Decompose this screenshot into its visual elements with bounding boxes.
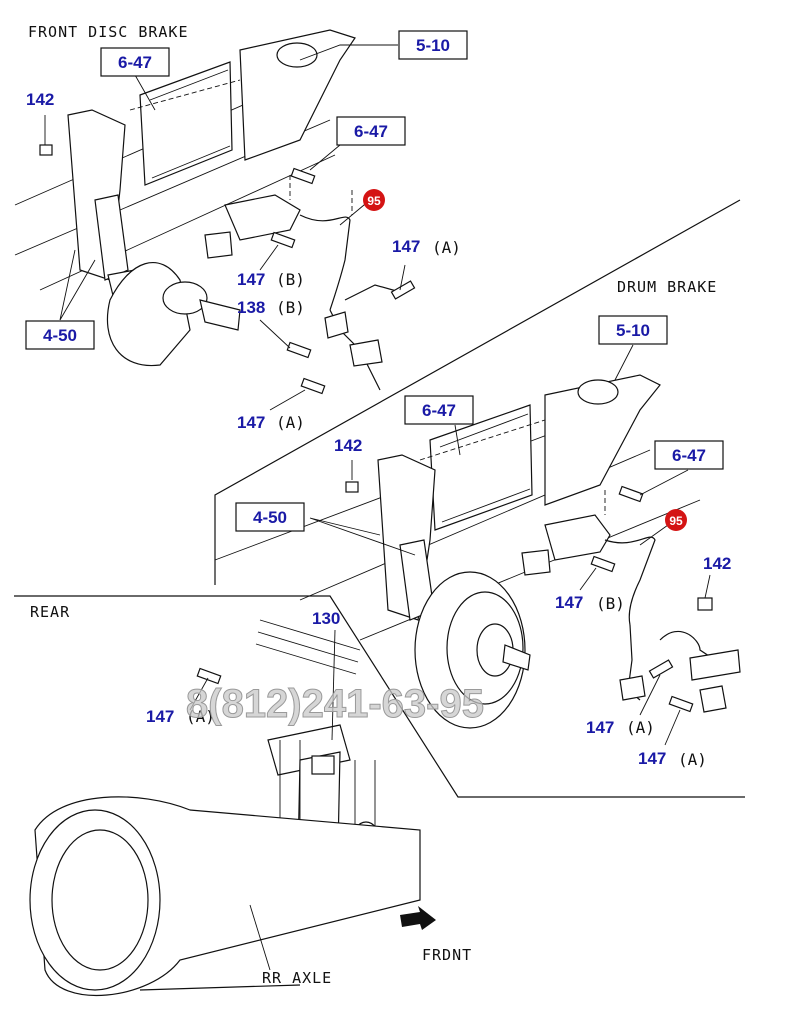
section-title-drum-brake: DRUM BRAKE: [617, 278, 717, 296]
rr-axle-label: RR AXLE: [262, 969, 332, 987]
suffix-front-147-a-lower: (A): [276, 413, 305, 432]
front-direction-arrow: [400, 906, 436, 930]
suffix-drum-147-b: (B): [596, 594, 625, 613]
part-142-drum-left[interactable]: 142: [334, 436, 362, 455]
callout-95-front[interactable]: 95: [363, 189, 385, 211]
part-142-front[interactable]: 142: [26, 90, 54, 109]
section-title-rear: REAR: [30, 603, 70, 621]
part-142-drum-right[interactable]: 142: [703, 554, 731, 573]
part-147-front-a-lower[interactable]: 147: [237, 413, 265, 432]
ref-label: 4-50: [43, 326, 77, 345]
part-130-rear[interactable]: 130: [312, 609, 340, 628]
ref-6-47-drum-upper[interactable]: 6-47: [404, 395, 474, 425]
ref-6-47-drum-bolt[interactable]: 6-47: [654, 440, 724, 470]
part-138-front[interactable]: 138: [237, 298, 265, 317]
suffix-front-147-a-upper: (A): [432, 238, 461, 257]
watermark-phone: 8(812)241-63-95: [186, 682, 484, 726]
drum-brake-drawing: [214, 374, 741, 729]
suffix-drum-147-a-right: (A): [678, 750, 707, 769]
leader-lines: [44, 44, 711, 971]
ref-label: 6-47: [422, 401, 456, 420]
ref-label: 6-47: [354, 122, 388, 141]
rear-axle-drawing: [29, 619, 421, 997]
part-147-drum-a-right[interactable]: 147: [638, 749, 666, 768]
callout-95-drum[interactable]: 95: [665, 509, 687, 531]
ref-label: 5-10: [616, 321, 650, 340]
suffix-drum-147-a-left: (A): [626, 718, 655, 737]
section-title-front-disc-brake: FRONT DISC BRAKE: [28, 23, 189, 41]
ref-label: 6-47: [118, 53, 152, 72]
part-147-front-a-upper[interactable]: 147: [392, 237, 420, 256]
ref-5-10-drum[interactable]: 5-10: [598, 315, 668, 345]
ref-6-47-front-upper[interactable]: 6-47: [100, 47, 170, 77]
suffix-front-147-b: (B): [276, 270, 305, 289]
part-147-drum-a-left[interactable]: 147: [586, 718, 614, 737]
suffix-rear-147-a: (A): [186, 707, 215, 726]
part-147-front-b[interactable]: 147: [237, 270, 265, 289]
ref-label: 4-50: [253, 508, 287, 527]
ref-label: 6-47: [672, 446, 706, 465]
callout-label: 95: [367, 194, 381, 208]
part-147-rear-a[interactable]: 147: [146, 707, 174, 726]
part-147-drum-b[interactable]: 147: [555, 593, 583, 612]
ref-6-47-front-bolt[interactable]: 6-47: [336, 116, 406, 146]
ref-4-50-drum[interactable]: 4-50: [235, 502, 305, 532]
front-direction-label: FRDNT: [422, 946, 472, 964]
ref-4-50-front[interactable]: 4-50: [25, 320, 95, 350]
suffix-front-138-b: (B): [276, 298, 305, 317]
section-dividers: [14, 199, 745, 798]
ref-label: 5-10: [416, 36, 450, 55]
ref-5-10-front[interactable]: 5-10: [398, 30, 468, 60]
callout-label: 95: [669, 514, 683, 528]
front-disc-brake-drawing: [14, 29, 416, 395]
